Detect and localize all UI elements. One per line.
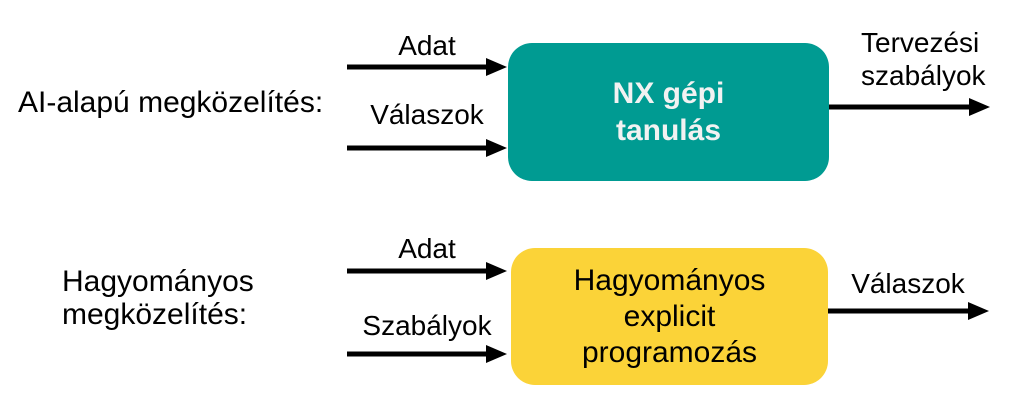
process-box-explicit-programming: Hagyományos explicit programozás xyxy=(511,248,828,385)
approach-label-traditional: Hagyományos megközelítés: xyxy=(62,265,254,331)
arrow-shaft xyxy=(347,64,491,70)
process-box-nx-machine-learning: NX gépi tanulás xyxy=(508,43,829,181)
arrow-head-icon xyxy=(486,58,507,76)
input-label-valaszok-ai: Válaszok xyxy=(370,99,484,130)
process-box-label: Hagyományos explicit programozás xyxy=(573,263,766,369)
output-arrow-ai xyxy=(829,98,990,116)
arrow-shaft xyxy=(829,104,974,110)
arrow-head-icon xyxy=(969,98,990,116)
arrow-head-icon xyxy=(486,139,507,157)
input-label-adat-ai: Adat xyxy=(398,30,456,61)
arrow-shaft xyxy=(347,268,491,274)
output-arrow-traditional xyxy=(828,302,989,320)
input-arrow-szabalyok xyxy=(347,345,507,363)
input-label-adat-traditional: Adat xyxy=(398,233,456,264)
approach-label-ai: AI-alapú megközelítés: xyxy=(18,86,324,119)
input-arrow-valaszok-ai xyxy=(347,139,507,157)
arrow-head-icon xyxy=(486,345,507,363)
output-label-tervezesi-szabalyok: Tervezési szabályok xyxy=(861,27,986,91)
arrow-head-icon xyxy=(486,262,507,280)
input-arrow-adat-ai xyxy=(347,58,507,76)
process-box-label: NX gépi tanulás xyxy=(612,77,725,147)
arrow-shaft xyxy=(347,351,491,357)
arrow-head-icon xyxy=(968,302,989,320)
arrow-shaft xyxy=(347,145,491,151)
input-label-szabalyok: Szabályok xyxy=(362,310,492,341)
output-label-valaszok: Válaszok xyxy=(851,268,965,299)
arrow-shaft xyxy=(828,308,973,314)
input-arrow-adat-traditional xyxy=(347,262,507,280)
